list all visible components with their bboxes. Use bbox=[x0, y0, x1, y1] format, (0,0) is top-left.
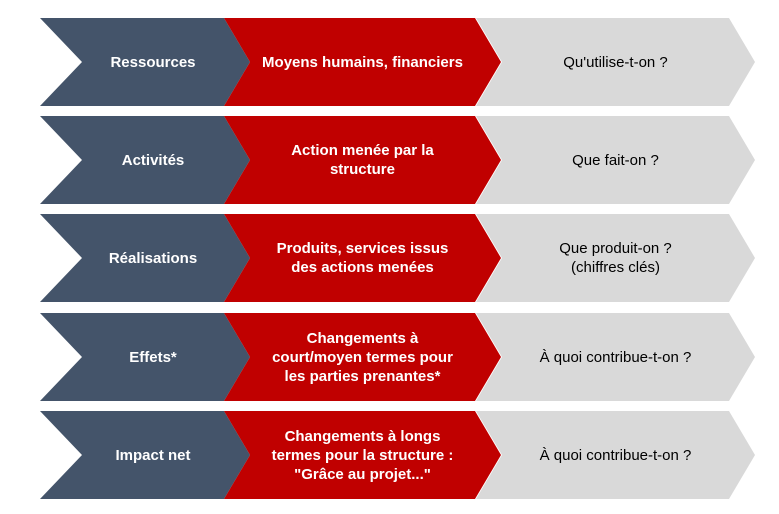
category-chevron: Activités bbox=[40, 116, 250, 204]
question-chevron: À quoi contribue-t-on ? bbox=[476, 313, 755, 401]
row-ressources: Ressources Moyens humains, financiers Qu… bbox=[0, 18, 779, 106]
question-chevron: Que fait-on ? bbox=[476, 116, 755, 204]
question-chevron: Que produit-on ? (chiffres clés) bbox=[476, 214, 755, 302]
row-impact-net: Impact net Changements à longs termes po… bbox=[0, 411, 779, 499]
question-chevron: À quoi contribue-t-on ? bbox=[476, 411, 755, 499]
description-chevron: Action menée par la structure bbox=[224, 116, 501, 204]
description-chevron: Produits, services issus des actions men… bbox=[224, 214, 501, 302]
category-chevron: Ressources bbox=[40, 18, 250, 106]
row-effets: Effets* Changements à court/moyen termes… bbox=[0, 313, 779, 401]
row-realisations: Réalisations Produits, services issus de… bbox=[0, 214, 779, 302]
category-chevron: Impact net bbox=[40, 411, 250, 499]
description-chevron: Changements à longs termes pour la struc… bbox=[224, 411, 501, 499]
description-chevron: Moyens humains, financiers bbox=[224, 18, 501, 106]
row-activites: Activités Action menée par la structure … bbox=[0, 116, 779, 204]
description-chevron: Changements à court/moyen termes pour le… bbox=[224, 313, 501, 401]
category-chevron: Effets* bbox=[40, 313, 250, 401]
question-chevron: Qu'utilise-t-on ? bbox=[476, 18, 755, 106]
category-chevron: Réalisations bbox=[40, 214, 250, 302]
